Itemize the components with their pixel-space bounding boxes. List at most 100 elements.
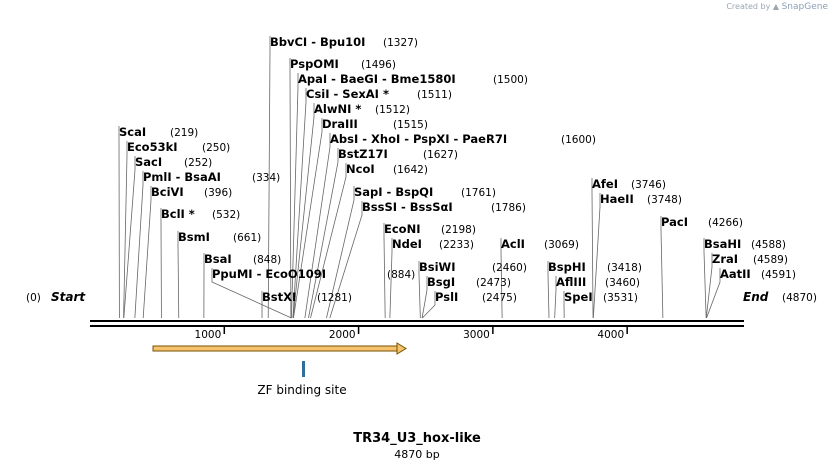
enzyme-position: (532) (212, 209, 240, 221)
enzyme-position: (2475) (482, 292, 517, 304)
enzyme-leader-line (177, 231, 180, 319)
end-position: (4870) (782, 292, 817, 304)
enzyme-leader-line (304, 133, 331, 319)
enzyme-label[interactable]: PmlI - BsaAI (143, 170, 221, 184)
enzyme-leader-line (703, 238, 707, 319)
ruler-tick-label: 4000 (597, 329, 624, 341)
enzyme-position: (661) (233, 232, 261, 244)
enzyme-leader-line (326, 186, 355, 319)
enzyme-label[interactable]: NdeI (392, 237, 422, 251)
enzyme-leader-line (292, 88, 307, 319)
enzyme-label[interactable]: AflIII (556, 275, 586, 289)
enzyme-leader-line (660, 216, 664, 319)
enzyme-label[interactable]: BsgI (427, 275, 455, 289)
enzyme-leader-line (421, 276, 428, 319)
enzyme-position: (4591) (761, 269, 796, 281)
enzyme-leader-line (500, 238, 503, 319)
ruler-tick-label: 3000 (463, 329, 490, 341)
enzyme-label[interactable]: EcoNI (384, 222, 420, 236)
enzyme-leader-line (591, 178, 594, 319)
start-label: Start (51, 290, 86, 304)
enzyme-position: (1496) (361, 59, 396, 71)
enzyme-label[interactable]: BssSI - BssSαI (362, 200, 453, 214)
enzyme-leader-line (134, 171, 144, 319)
enzyme-label[interactable]: PslI (435, 290, 458, 304)
branding-prefix: Created by (726, 2, 771, 11)
enzyme-position: (1515) (393, 119, 428, 131)
enzyme-label[interactable]: AclI (501, 237, 525, 251)
enzyme-label[interactable]: PspOMI (290, 57, 339, 71)
enzyme-label[interactable]: BspHI (548, 260, 586, 274)
enzyme-position: (3746) (631, 179, 666, 191)
enzyme-label[interactable]: SacI (135, 155, 162, 169)
enzyme-leader-line (142, 186, 152, 319)
enzyme-position: (3531) (603, 292, 638, 304)
enzyme-position: (3069) (544, 239, 579, 251)
plasmid-length: 4870 bp (394, 448, 440, 461)
enzyme-leader-line (329, 201, 363, 319)
ruler-tick-label: 2000 (329, 329, 356, 341)
snapgene-branding: Created by ▲ SnapGene (726, 2, 828, 12)
enzyme-position: (2460) (492, 262, 527, 274)
enzyme-leader-line (383, 223, 386, 319)
enzyme-label[interactable]: AlwNI * (314, 102, 361, 116)
enzyme-labels: BbvCI - Bpu10I(1327)PspOMI(1496)ApaI - B… (119, 35, 796, 304)
enzyme-leader-line (547, 261, 550, 319)
enzyme-position: (250) (202, 142, 230, 154)
enzyme-position: (1761) (461, 187, 496, 199)
enzyme-position: (1281) (317, 292, 352, 304)
enzyme-leader-line (418, 261, 421, 319)
enzyme-position: (884) (387, 269, 415, 281)
enzyme-label[interactable]: BbvCI - Bpu10I (270, 35, 365, 49)
ruler-tick-label: 1000 (195, 329, 222, 341)
enzyme-leader-line (293, 118, 323, 319)
enzyme-label[interactable]: ScaI (119, 125, 146, 139)
enzyme-label[interactable]: PpuMI - EcoO109I (212, 267, 326, 281)
enzyme-position: (1627) (423, 149, 458, 161)
enzyme-position: (3748) (647, 194, 682, 206)
end-label: End (743, 290, 769, 304)
enzyme-label[interactable]: CsiI - SexAI * (306, 87, 389, 101)
zf-binding-site[interactable] (302, 361, 305, 377)
enzyme-label[interactable]: BciVI (151, 185, 184, 199)
enzyme-label[interactable]: AatII (720, 267, 751, 281)
feature-arrow[interactable] (152, 342, 407, 355)
enzyme-leader-line (592, 193, 601, 319)
enzyme-leader-line (310, 163, 347, 319)
enzyme-position: (334) (252, 172, 280, 184)
enzyme-label[interactable]: PacI (661, 215, 688, 229)
enzyme-position: (1511) (417, 89, 452, 101)
enzyme-label[interactable]: BstXI (262, 290, 296, 304)
enzyme-position: (2473) (476, 277, 511, 289)
enzyme-label[interactable]: BsmI (178, 230, 210, 244)
enzyme-label[interactable]: NcoI (346, 162, 375, 176)
enzyme-position: (219) (170, 127, 198, 139)
enzyme-label[interactable]: AfeI (592, 177, 618, 191)
enzyme-label[interactable]: HaeII (600, 192, 634, 206)
enzyme-label[interactable]: ZraI (712, 252, 738, 266)
snapgene-logo-icon: ▲ (772, 2, 780, 11)
start-position: (0) (26, 292, 41, 304)
enzyme-label[interactable]: BsaHI (704, 237, 741, 251)
enzyme-label[interactable]: BstZ17I (338, 147, 388, 161)
enzyme-label[interactable]: BsaI (204, 252, 232, 266)
enzyme-label[interactable]: DraIII (322, 117, 358, 131)
enzyme-label[interactable]: SpeI (564, 290, 593, 304)
enzyme-label[interactable]: ApaI - BaeGI - Bme1580I (298, 72, 456, 86)
enzyme-position: (1786) (491, 202, 526, 214)
enzyme-position: (848) (253, 254, 281, 266)
enzyme-leader-line (308, 148, 339, 319)
enzyme-label[interactable]: BclI * (161, 207, 195, 221)
enzyme-label[interactable]: SapI - BspQI (354, 185, 433, 199)
enzyme-position: (252) (184, 157, 212, 169)
enzyme-position: (396) (204, 187, 232, 199)
enzyme-position: (3418) (607, 262, 642, 274)
enzyme-position: (3460) (605, 277, 640, 289)
enzyme-label[interactable]: AbsI - XhoI - PspXI - PaeR7I (330, 132, 507, 146)
enzyme-label[interactable]: Eco53kI (127, 140, 178, 154)
enzyme-leader-line (291, 73, 299, 319)
enzyme-leader-line (705, 253, 713, 319)
ruler: 1000 2000 3000 4000 (195, 327, 628, 341)
enzyme-label[interactable]: BsiWI (419, 260, 456, 274)
